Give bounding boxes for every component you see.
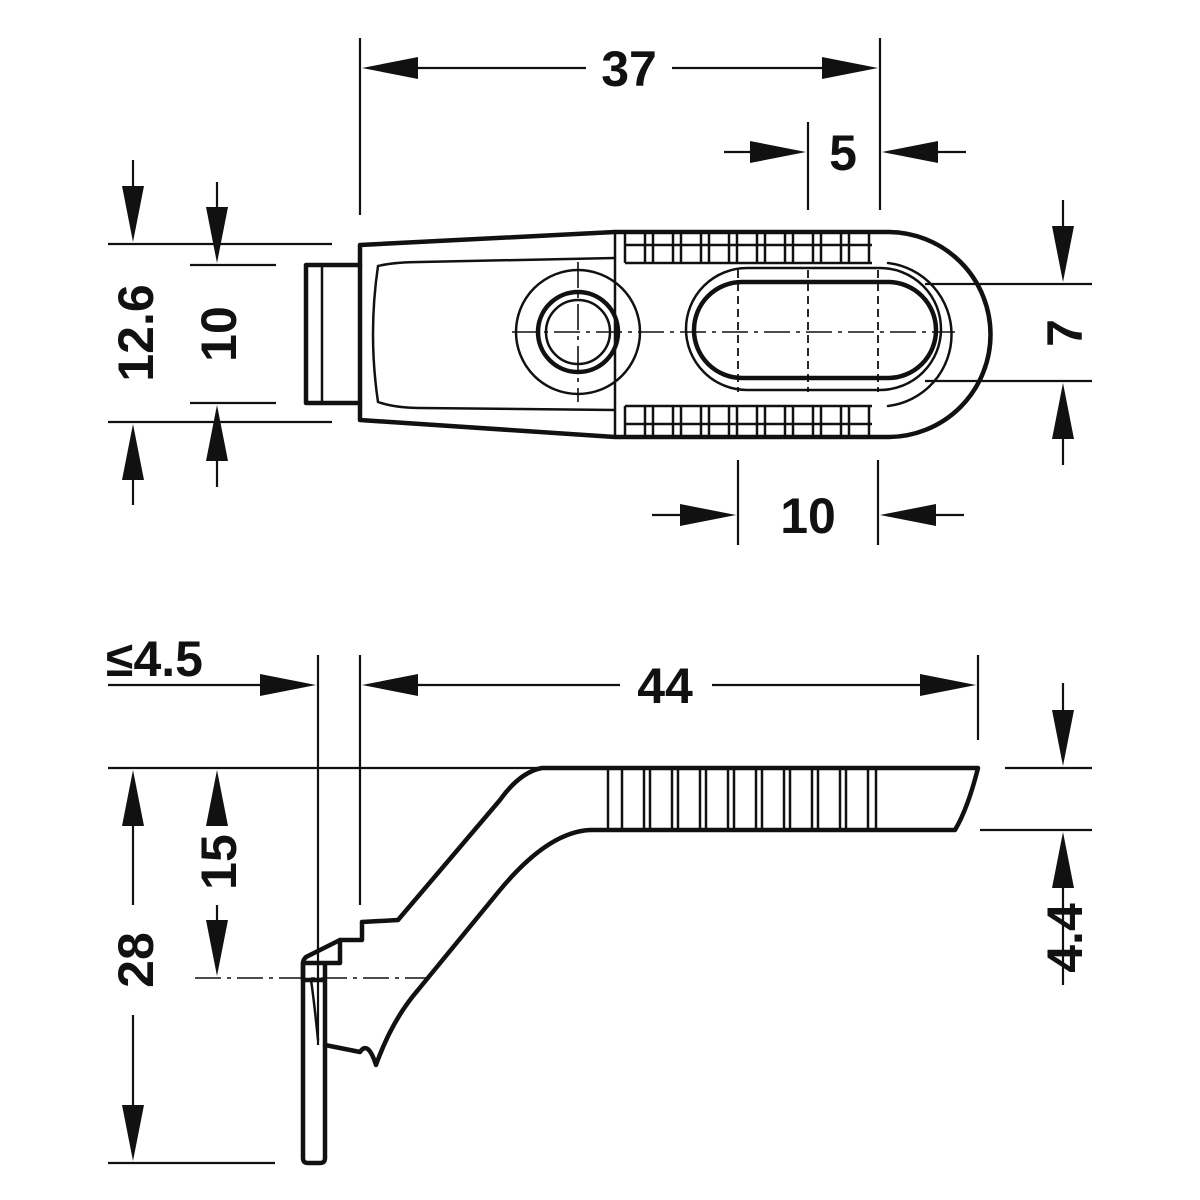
- dim-label-arm-thickness: 4.4: [1037, 903, 1093, 973]
- side-view-plate: [300, 937, 343, 1166]
- top-view-dimensions: 37 5 10 12.6 10 7: [108, 38, 1093, 545]
- dim-label-slot-width: 7: [1037, 319, 1093, 347]
- dim-label-max-thickness: ≤4.5: [106, 631, 203, 687]
- dim-label-side-overall-length: 44: [637, 658, 693, 714]
- dim-label-rib-pitch: 5: [829, 125, 857, 181]
- dim-label-overall-length: 37: [601, 41, 657, 97]
- side-view: [195, 765, 981, 1166]
- top-view: [303, 229, 993, 440]
- side-view-ribs: [606, 768, 878, 830]
- side-view-dimensions: ≤4.5 44 28 15 4.4: [106, 631, 1093, 1165]
- nose-inner-contour: [886, 261, 953, 408]
- top-rib-row: [623, 232, 872, 265]
- top-view-inner-contour: [371, 256, 617, 412]
- bottom-rib-row: [623, 404, 872, 437]
- dim-label-outer-height: 12.6: [108, 284, 164, 381]
- dim-label-inner-height: 10: [191, 306, 247, 362]
- dim-label-step-height: 15: [191, 834, 247, 890]
- top-view-tenon: [303, 262, 363, 406]
- slot-outer-contour: [684, 266, 943, 392]
- slot: [691, 279, 939, 381]
- dim-label-total-height: 28: [108, 932, 164, 988]
- side-view-outline: [300, 765, 981, 1068]
- top-view-outline: [357, 229, 993, 440]
- dim-label-slot-length: 10: [780, 488, 836, 544]
